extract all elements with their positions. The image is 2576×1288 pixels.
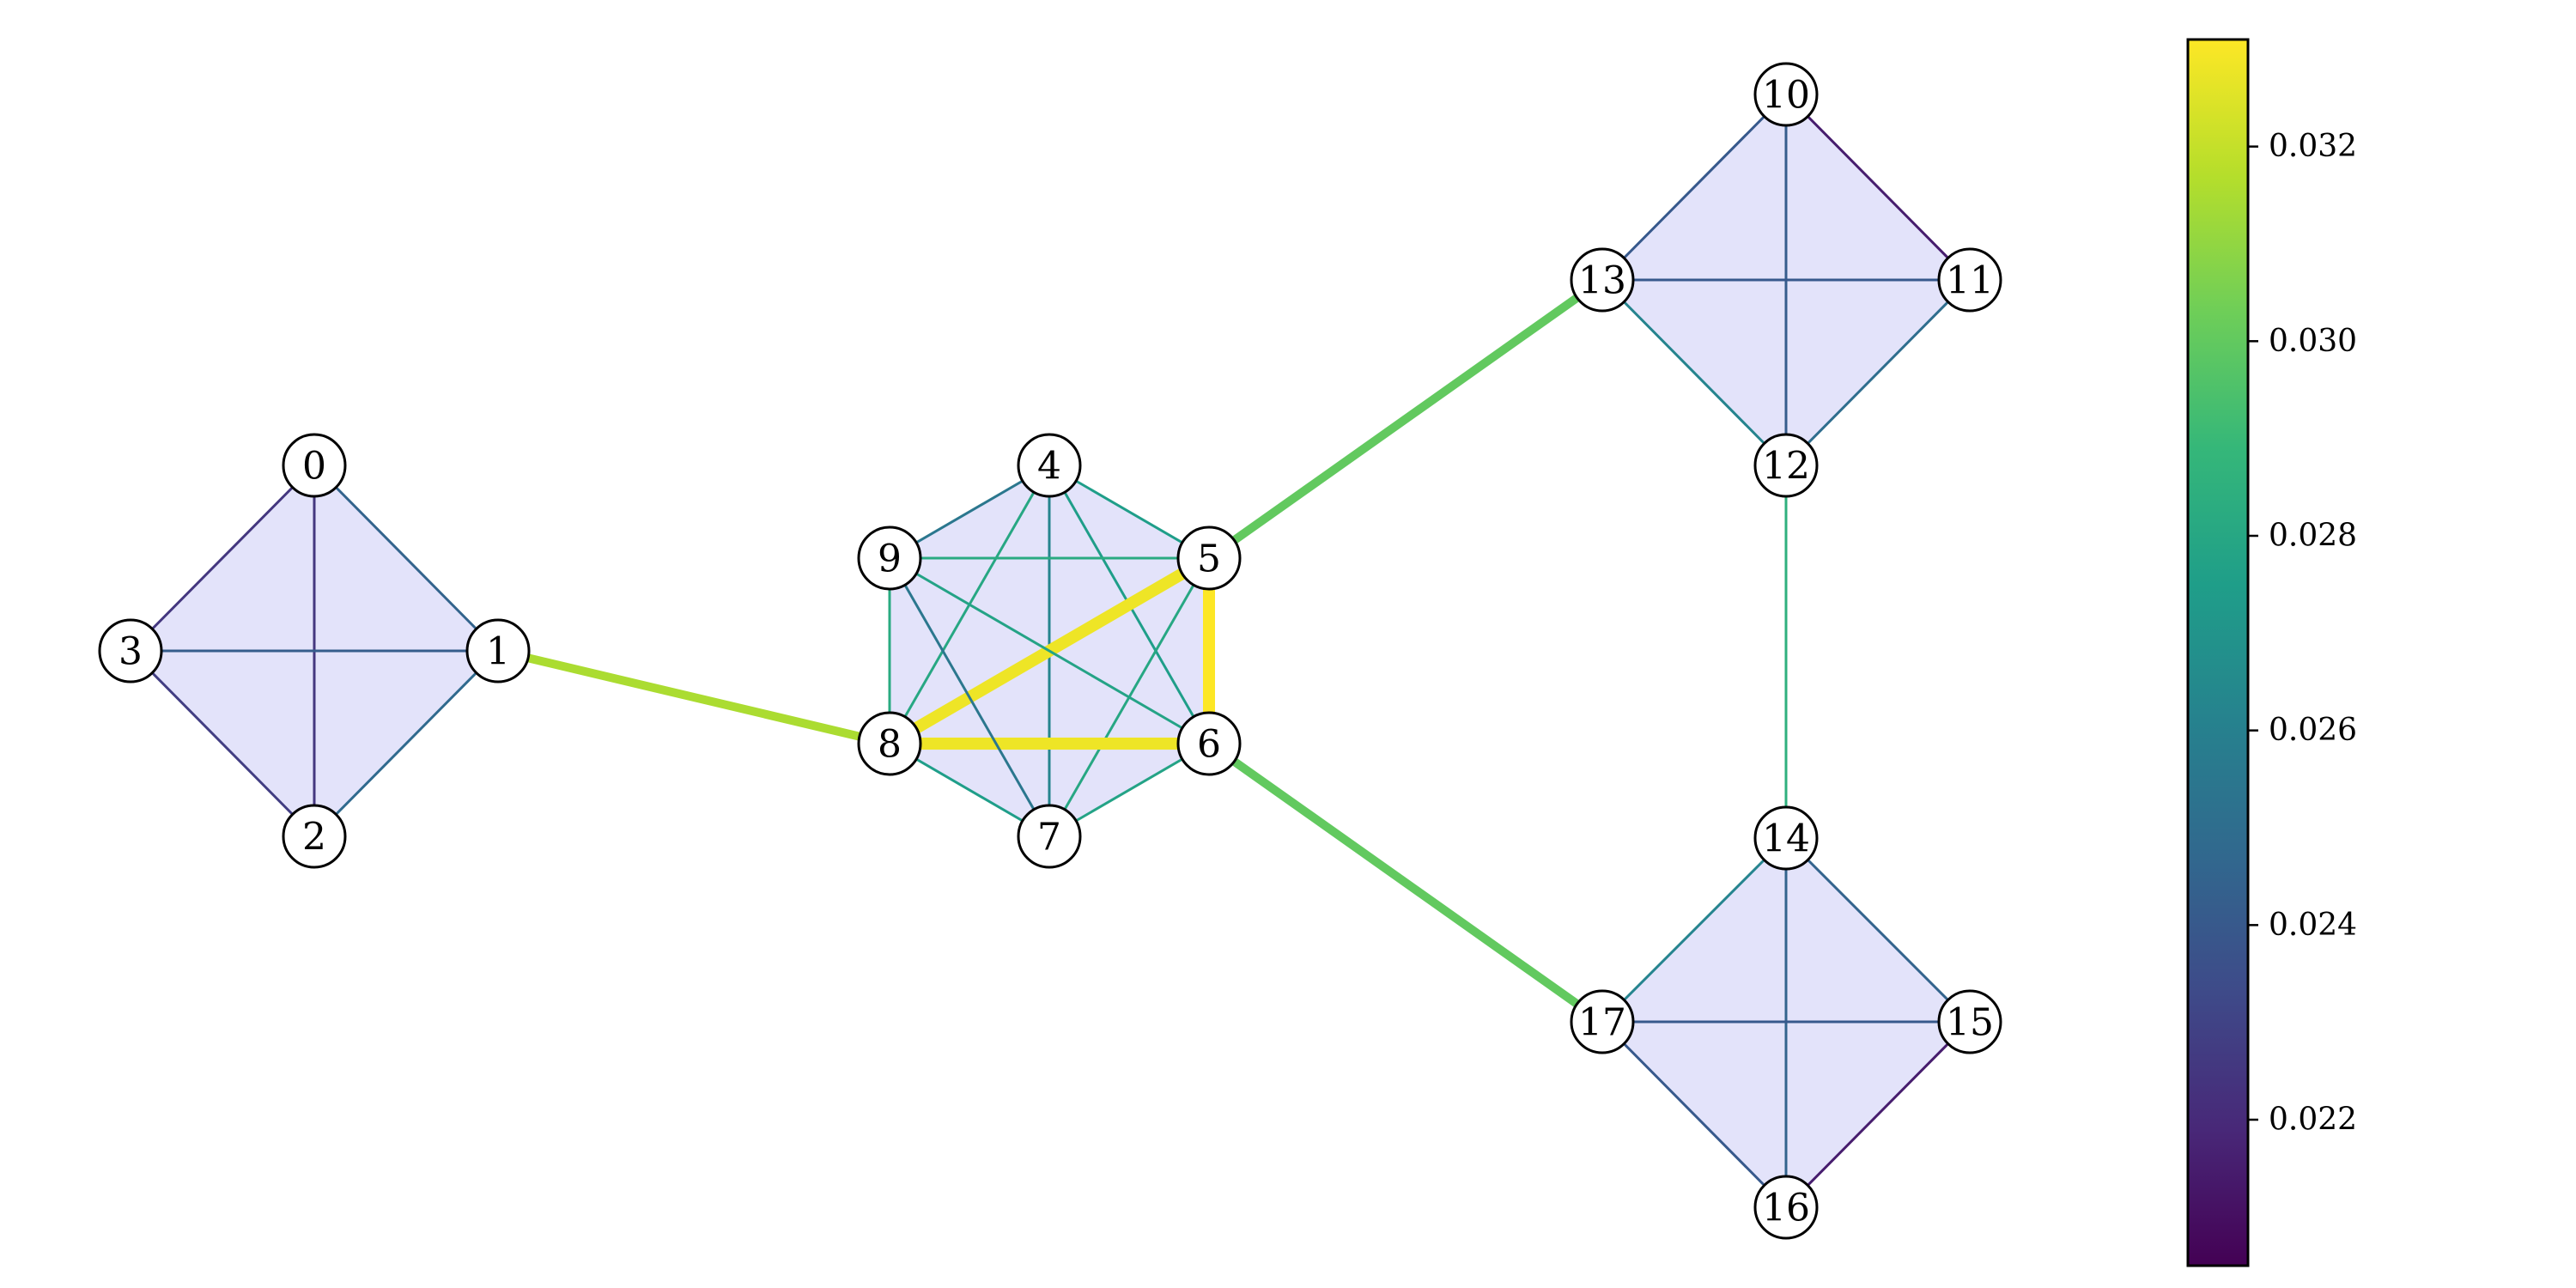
node-circle[interactable] — [1570, 247, 1635, 313]
node-2[interactable]: 2 — [282, 804, 347, 869]
edge-2-3 — [129, 649, 316, 838]
node-circle[interactable] — [465, 618, 531, 683]
edge-10-11 — [1784, 93, 1971, 282]
node-13[interactable]: 13 — [1570, 247, 1635, 313]
node-3[interactable]: 3 — [98, 618, 163, 683]
node-label: 0 — [302, 445, 326, 489]
node-7[interactable]: 7 — [1017, 804, 1082, 869]
edge-16-17 — [1601, 1020, 1788, 1209]
node-circle[interactable] — [1176, 711, 1242, 776]
node-12[interactable]: 12 — [1753, 433, 1819, 498]
edge-7-9 — [888, 557, 1051, 837]
colorbar-tick-label: 0.026 — [2269, 713, 2357, 748]
node-label: 5 — [1197, 538, 1221, 581]
edge-10-13 — [1601, 93, 1788, 282]
node-label: 15 — [1946, 1001, 1994, 1045]
colorbar-tick-label: 0.032 — [2269, 129, 2357, 164]
node-label: 6 — [1197, 723, 1221, 767]
colorbar-gradient — [2186, 38, 2250, 1267]
edge-0-3 — [129, 464, 316, 653]
node-circle[interactable] — [1017, 433, 1082, 498]
node-circle[interactable] — [1753, 805, 1819, 871]
node-circle[interactable] — [1937, 247, 2002, 313]
node-label: 8 — [878, 723, 902, 767]
edge-6-17 — [1206, 739, 1605, 1026]
edge-15-16 — [1784, 1020, 1971, 1209]
node-16[interactable]: 16 — [1753, 1175, 1819, 1240]
node-circle[interactable] — [857, 526, 922, 591]
node-1[interactable]: 1 — [465, 618, 531, 683]
node-label: 12 — [1762, 445, 1810, 489]
node-label: 10 — [1762, 74, 1810, 118]
node-circle[interactable] — [1753, 62, 1819, 127]
node-10[interactable]: 10 — [1753, 62, 1819, 127]
node-14[interactable]: 14 — [1753, 805, 1819, 871]
colorbar-ticks: 0.022 0.024 0.026 0.028 0.030 0.032 — [2248, 129, 2357, 1138]
colorbar: 0.022 0.024 0.026 0.028 0.030 0.032 — [2186, 38, 2357, 1267]
node-circle[interactable] — [98, 618, 163, 683]
node-17[interactable]: 17 — [1570, 989, 1635, 1054]
edge-1-8 — [496, 647, 891, 748]
node-label: 7 — [1037, 816, 1061, 860]
node-circle[interactable] — [1017, 804, 1082, 869]
node-label: 2 — [302, 816, 326, 860]
node-label: 17 — [1578, 1001, 1626, 1045]
edge-6-9 — [889, 556, 1210, 745]
edge-0-1 — [313, 464, 500, 653]
edge-1-2 — [313, 649, 500, 838]
node-9[interactable]: 9 — [857, 526, 922, 591]
node-circle[interactable] — [1570, 989, 1635, 1054]
node-circle[interactable] — [857, 711, 922, 776]
node-label: 4 — [1037, 445, 1061, 489]
edge-12-13 — [1601, 278, 1788, 467]
node-5[interactable]: 5 — [1176, 526, 1242, 591]
node-circle[interactable] — [1937, 989, 2002, 1054]
node-circle[interactable] — [282, 804, 347, 869]
edge-5-13 — [1206, 276, 1605, 562]
node-8[interactable]: 8 — [857, 711, 922, 776]
edge-11-12 — [1784, 278, 1971, 467]
node-6[interactable]: 6 — [1176, 711, 1242, 776]
node-label: 9 — [878, 538, 902, 581]
colorbar-tick-label: 0.030 — [2269, 324, 2357, 359]
node-label: 16 — [1762, 1187, 1810, 1230]
edge-14-17 — [1601, 836, 1788, 1024]
node-11[interactable]: 11 — [1937, 247, 2002, 313]
colorbar-tick-label: 0.024 — [2269, 908, 2357, 943]
colorbar-tick-label: 0.028 — [2269, 519, 2357, 554]
node-circle[interactable] — [1176, 526, 1242, 591]
colorbar-tick-label: 0.022 — [2269, 1103, 2357, 1138]
node-label: 11 — [1946, 259, 1994, 303]
node-circle[interactable] — [1753, 433, 1819, 498]
node-label: 3 — [118, 630, 143, 674]
node-15[interactable]: 15 — [1937, 989, 2002, 1054]
node-label: 13 — [1578, 259, 1626, 303]
node-0[interactable]: 0 — [282, 433, 347, 498]
edge-14-15 — [1784, 836, 1971, 1024]
node-4[interactable]: 4 — [1017, 433, 1082, 498]
node-circle[interactable] — [282, 433, 347, 498]
node-label: 14 — [1762, 817, 1810, 861]
node-circle[interactable] — [1753, 1175, 1819, 1240]
node-label: 1 — [486, 630, 510, 674]
